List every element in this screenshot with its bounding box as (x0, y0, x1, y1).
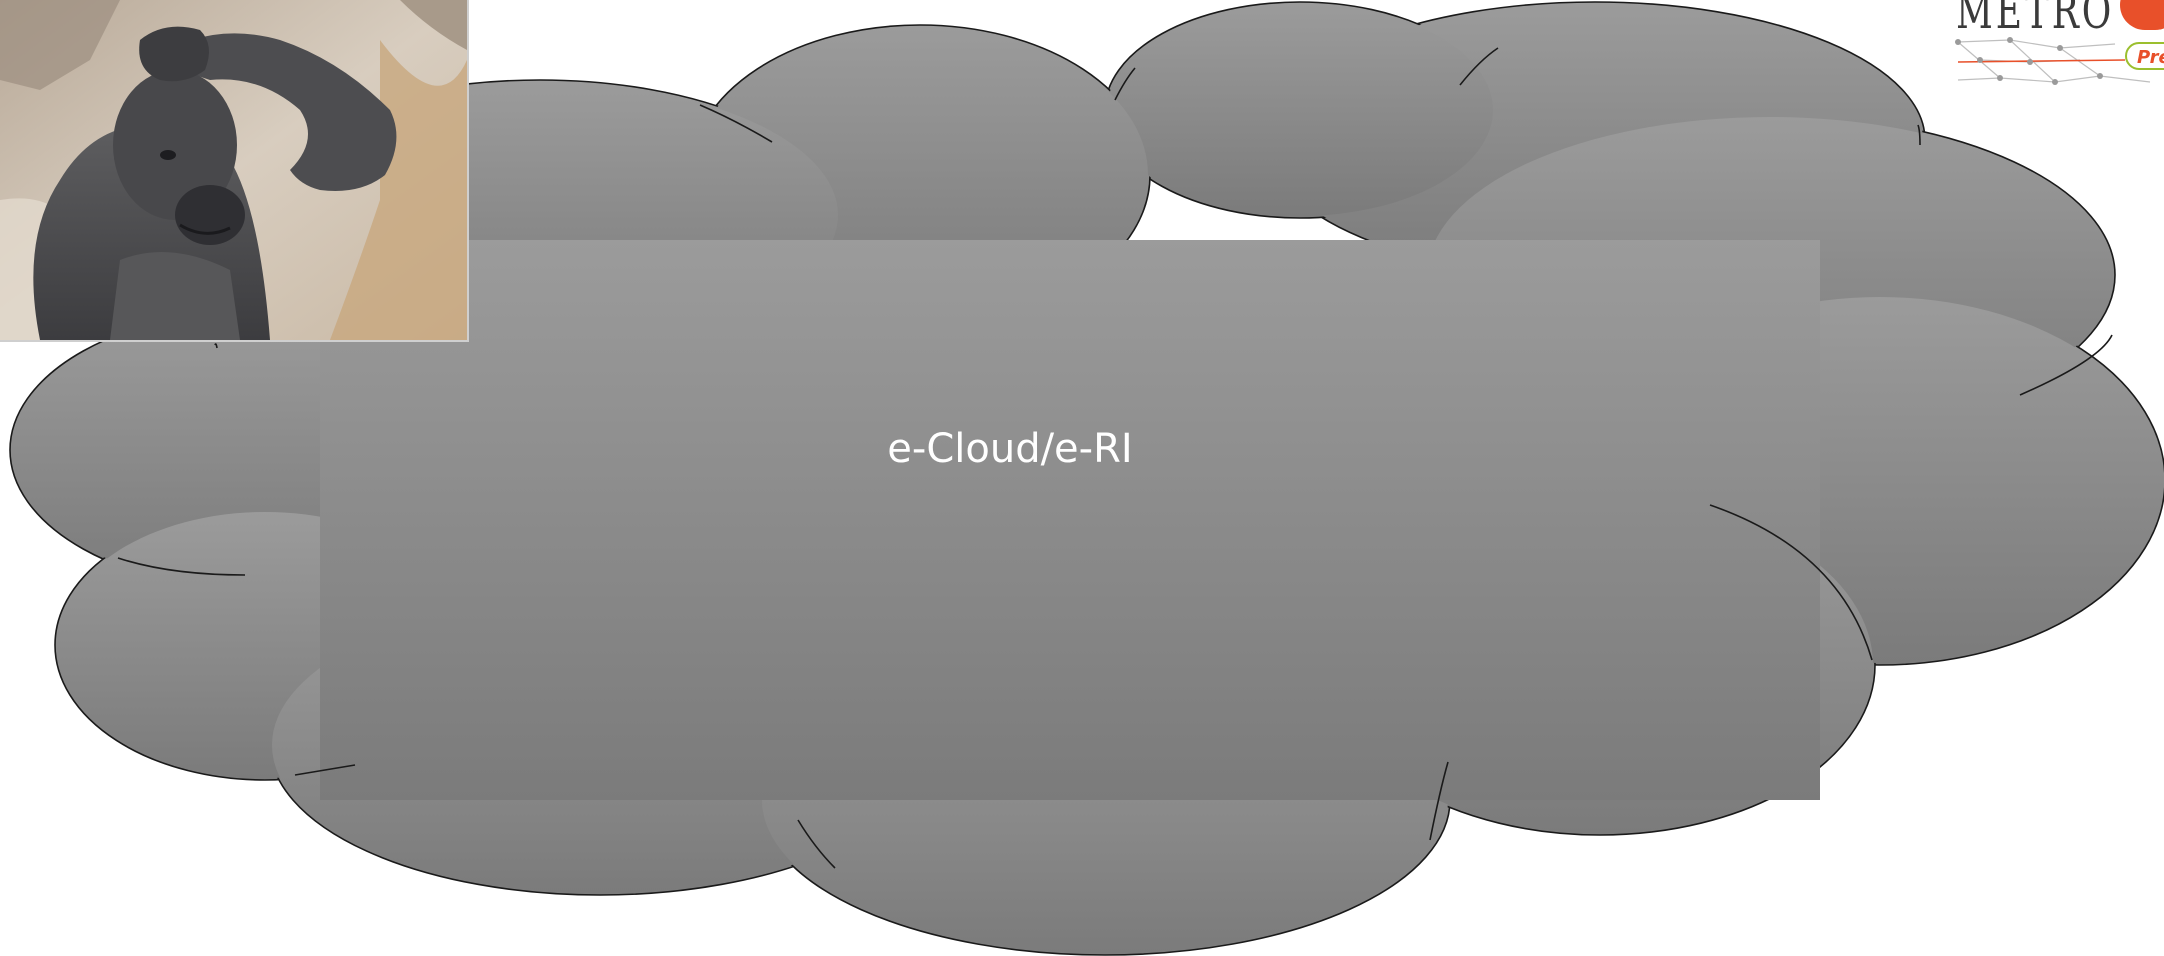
logo-tagline: Prep (2125, 42, 2164, 70)
logo-badge-icon (2120, 0, 2164, 30)
metro-logo: METRO (1950, 0, 2164, 95)
logo-network-icon (1955, 37, 2151, 85)
cloud-label: e-Cloud/e-RI (887, 426, 1133, 472)
gorilla-photo (0, 0, 469, 342)
logo-wordmark: METRO (1956, 0, 2115, 40)
cloud-creases (117, 47, 2113, 869)
